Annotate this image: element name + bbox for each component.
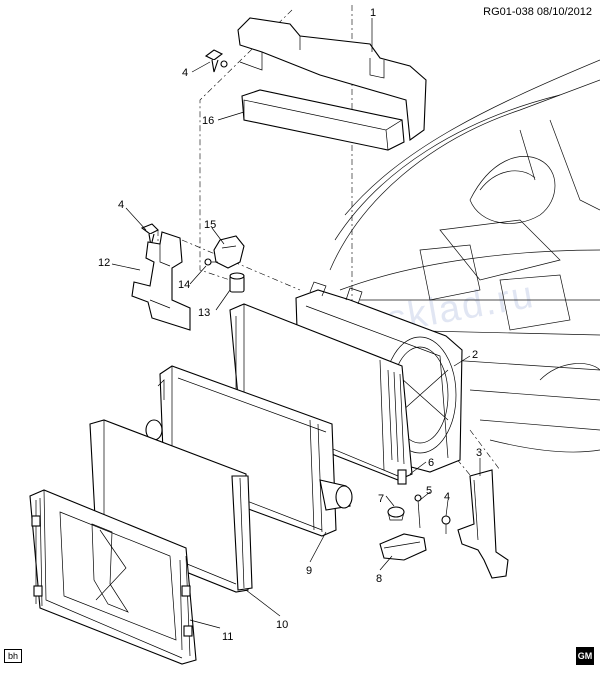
callout-11: 11 xyxy=(222,631,233,643)
part-4-push-pin-top xyxy=(204,49,228,73)
part-7-insulator-lower xyxy=(387,506,405,521)
part-12-left-bracket xyxy=(131,231,191,331)
diagram-reference-id: RG01-038 08/10/2012 xyxy=(483,6,592,18)
callout-2: 2 xyxy=(472,349,478,361)
callout-4-right: 4 xyxy=(444,491,450,503)
part-14-bolt xyxy=(204,258,218,266)
callout-15: 15 xyxy=(204,219,216,231)
callout-13: 13 xyxy=(198,307,210,319)
callout-7: 7 xyxy=(378,493,384,505)
callout-12: 12 xyxy=(98,257,110,269)
part-15-upper-mount-bracket xyxy=(213,235,245,269)
part-13-insulator xyxy=(229,272,245,293)
callout-4-left: 4 xyxy=(118,199,124,211)
callout-1: 1 xyxy=(370,7,376,19)
part-11-front-frame xyxy=(29,489,197,665)
illustrator-initials-badge: bh xyxy=(4,649,23,663)
leader-lines xyxy=(111,18,481,629)
part-4-push-pin-right xyxy=(441,515,451,534)
callout-16: 16 xyxy=(202,115,214,127)
callout-labels: 1 2 3 4 4 4 5 6 7 8 9 10 11 12 13 14 15 … xyxy=(98,7,482,643)
part-16-foam-seal xyxy=(241,89,405,151)
callout-14: 14 xyxy=(178,279,190,291)
callout-9: 9 xyxy=(306,565,312,577)
callout-8: 8 xyxy=(376,573,382,585)
part-4-push-pin-left xyxy=(140,223,159,247)
gm-logo: GM xyxy=(576,647,594,665)
callout-4-top: 4 xyxy=(182,67,188,79)
callout-3: 3 xyxy=(476,447,482,459)
part-6-condenser xyxy=(229,303,413,485)
callout-5: 5 xyxy=(426,485,432,497)
part-1-upper-air-deflector xyxy=(237,17,427,141)
part-8-lower-bracket xyxy=(379,533,427,561)
part-3-side-deflector xyxy=(457,469,509,579)
callout-6: 6 xyxy=(428,457,434,469)
part-5-bolt-lower xyxy=(414,494,422,529)
callout-10: 10 xyxy=(276,619,288,631)
engine-bay-illustration xyxy=(329,59,600,453)
